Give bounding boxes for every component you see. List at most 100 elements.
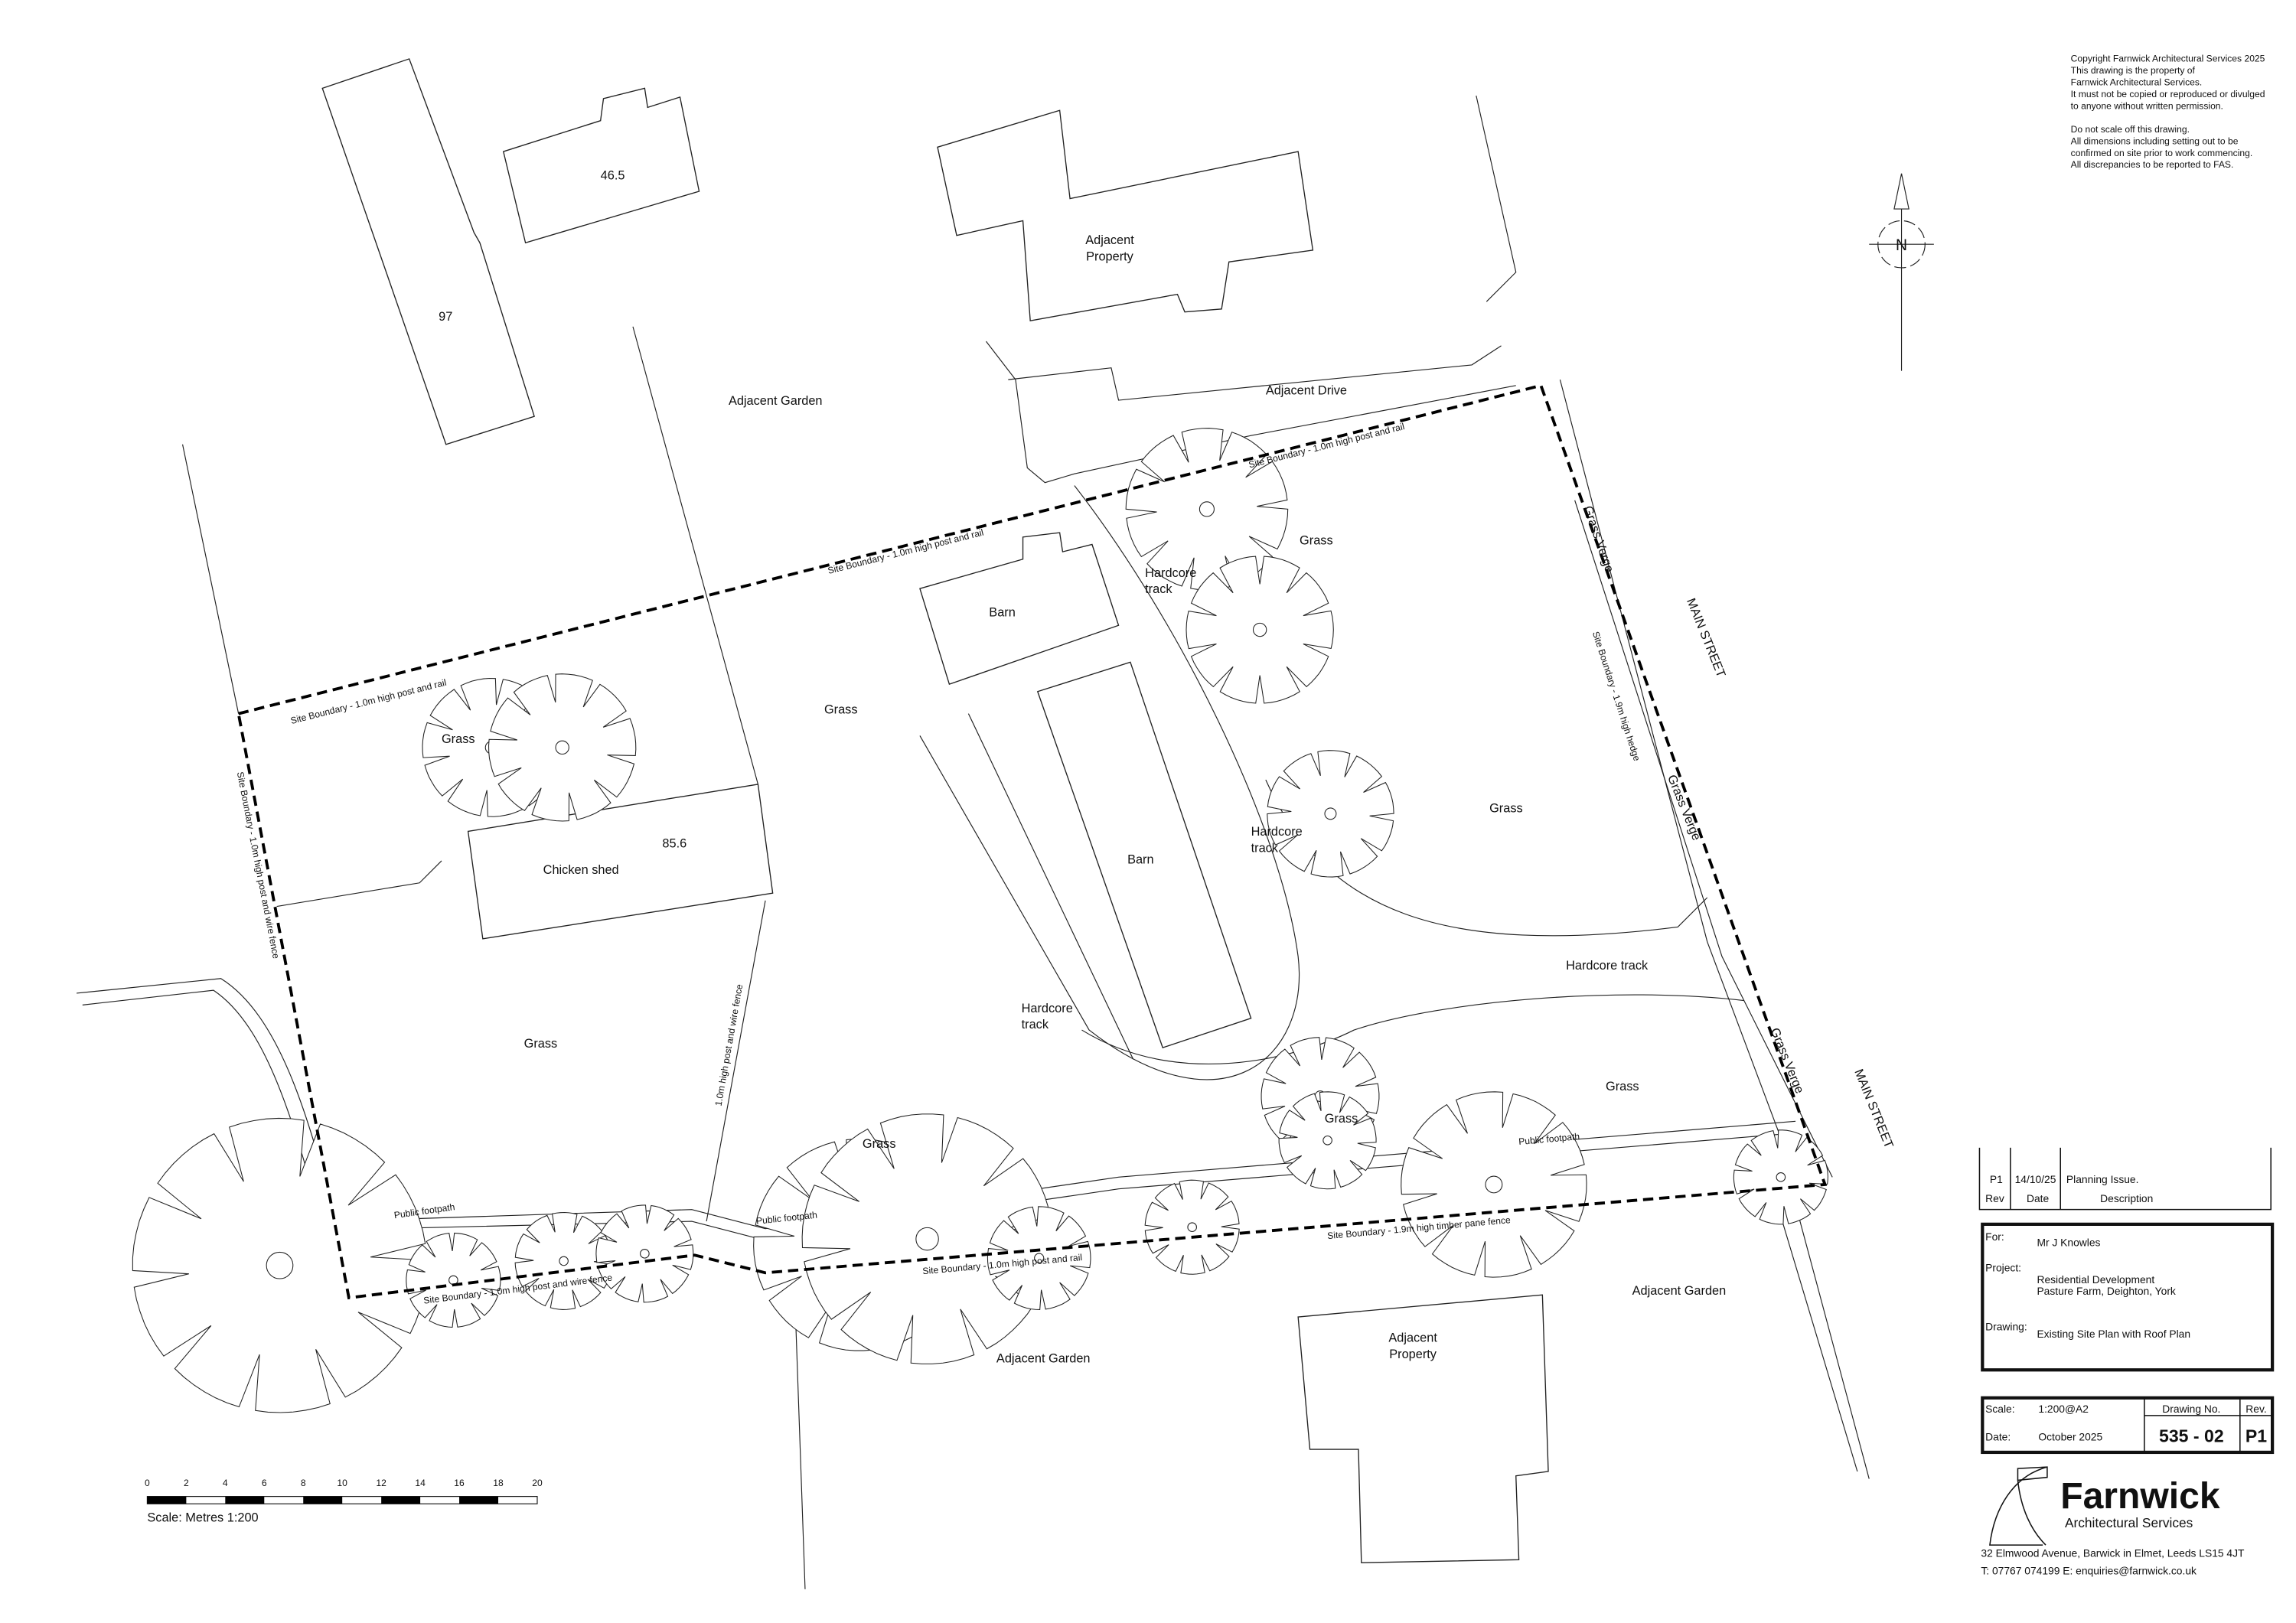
trees bbox=[132, 428, 1828, 1413]
label-boundary: Site Boundary - 1.0m high post and wire … bbox=[235, 771, 282, 960]
scale-bar-tick: 16 bbox=[454, 1478, 465, 1488]
label-grass: Grass bbox=[442, 732, 475, 746]
scale-bar-segment bbox=[225, 1496, 265, 1504]
label-chicken-shed: Chicken shed bbox=[543, 863, 619, 877]
tree-trunk bbox=[640, 1249, 650, 1259]
label-adjacent-drive: Adjacent Drive bbox=[1266, 383, 1347, 397]
label-grass: Grass bbox=[524, 1037, 558, 1051]
label-boundary: Site Boundary - 1.0m high post and rail bbox=[827, 527, 985, 576]
label-fence: 1.0m high post and wire fence bbox=[713, 983, 745, 1107]
drawing-label: Drawing: bbox=[1985, 1320, 2027, 1332]
label-97: 97 bbox=[439, 310, 452, 324]
barn-long bbox=[1036, 661, 1252, 1048]
label-hardcore-track: track bbox=[1251, 841, 1279, 855]
date-header: Date bbox=[2027, 1192, 2050, 1204]
label-grass: Grass bbox=[863, 1137, 896, 1151]
for-value: Mr J Knowles bbox=[2037, 1237, 2100, 1249]
drawing-number: 535 - 02 bbox=[2159, 1426, 2224, 1445]
scale-label: Scale: bbox=[1985, 1403, 2014, 1415]
note-line: All dimensions including setting out to … bbox=[2071, 135, 2239, 146]
scale-bar-tick: 20 bbox=[532, 1478, 543, 1488]
north-arrow-icon: N bbox=[1869, 173, 1934, 371]
tree-trunk bbox=[915, 1227, 939, 1251]
label-adjacent-property: Adjacent bbox=[1388, 1331, 1437, 1345]
label-hardcore-track: Hardcore bbox=[1022, 1002, 1073, 1015]
label-grass: Grass bbox=[1300, 533, 1333, 547]
tree-trunk bbox=[555, 740, 569, 755]
label-grass: Grass bbox=[1325, 1112, 1358, 1126]
label-hardcore-track: track bbox=[1022, 1018, 1049, 1031]
tree-trunk bbox=[1485, 1175, 1503, 1194]
scale-bar-segment bbox=[381, 1496, 421, 1504]
scale-bar-tick: 8 bbox=[301, 1478, 306, 1488]
adjacent-property-south bbox=[1297, 1294, 1549, 1563]
label-main-street: MAIN STREET bbox=[1684, 596, 1728, 680]
scale-bar-tick: 0 bbox=[145, 1478, 150, 1488]
project-value: Residential Development bbox=[2037, 1273, 2154, 1286]
label-adjacent-garden: Adjacent Garden bbox=[729, 394, 823, 408]
label-grass-verge: Grass Verge bbox=[1768, 1026, 1807, 1096]
scale-bar-tick: 12 bbox=[376, 1478, 386, 1488]
date-value: October 2025 bbox=[2038, 1431, 2102, 1443]
company-logo: Farnwick Architectural Services 32 Elmwo… bbox=[1981, 1466, 2245, 1577]
label-barn-2: Barn bbox=[1127, 853, 1154, 867]
rev-number: P1 bbox=[2245, 1426, 2267, 1445]
scale-bar-segment bbox=[147, 1496, 187, 1504]
label-hardcore-track: Hardcore bbox=[1251, 825, 1303, 839]
scale-bar-tick: 10 bbox=[337, 1478, 347, 1488]
rev-header: Rev bbox=[1985, 1192, 2004, 1204]
barn-small bbox=[919, 532, 1120, 686]
note-line: Farnwick Architectural Services. bbox=[2071, 77, 2203, 88]
label-hardcore-track: Hardcore bbox=[1145, 566, 1196, 580]
label-grass-verge: Grass Verge bbox=[1665, 773, 1704, 842]
label-main-street: MAIN STREET bbox=[1851, 1067, 1896, 1151]
label-adjacent-property: Property bbox=[1389, 1348, 1437, 1361]
scale-bar-segment bbox=[303, 1496, 343, 1504]
tree-trunk bbox=[1776, 1172, 1786, 1182]
description-header: Description bbox=[2100, 1192, 2153, 1204]
label-boundary: Site Boundary - 1.0m high post and rail bbox=[1247, 421, 1406, 470]
tree-trunk bbox=[266, 1251, 294, 1279]
scale-bar-tick: 6 bbox=[262, 1478, 267, 1488]
company-contact: T: 07767 074199 E: enquiries@farnwick.co… bbox=[1981, 1565, 2197, 1577]
note-line: Copyright Farnwick Architectural Service… bbox=[2071, 54, 2265, 64]
tree-trunk bbox=[1252, 622, 1267, 637]
note-line: to anyone without written permission. bbox=[2071, 100, 2223, 111]
notes: Copyright Farnwick Architectural Service… bbox=[2071, 54, 2265, 170]
building-97 bbox=[321, 58, 535, 445]
label-grass: Grass bbox=[824, 703, 858, 717]
north-label: N bbox=[1896, 236, 1907, 254]
for-label: For: bbox=[1985, 1230, 2004, 1243]
label-grass: Grass bbox=[1606, 1080, 1639, 1093]
scale-bar-tick: 18 bbox=[493, 1478, 504, 1488]
scale-bar-label: Scale: Metres 1:200 bbox=[147, 1511, 258, 1524]
date-label: Date: bbox=[1985, 1431, 2011, 1443]
label-barn: Barn bbox=[989, 606, 1016, 620]
scale-bar-segment bbox=[459, 1496, 499, 1504]
chicken-shed bbox=[467, 784, 774, 940]
note-line: All discrepancies to be reported to FAS. bbox=[2071, 159, 2234, 170]
tree-trunk bbox=[559, 1256, 569, 1266]
company-subtitle: Architectural Services bbox=[2065, 1515, 2193, 1530]
label-grass-verge: Grass Verge bbox=[1580, 504, 1616, 575]
tree-trunk bbox=[1324, 807, 1337, 820]
rev-value: P1 bbox=[1990, 1173, 2003, 1185]
title-block: P1 14/10/25 Planning Issue. Rev Date Des… bbox=[1978, 1147, 2275, 1455]
drawing-no-label: Drawing No. bbox=[2162, 1403, 2220, 1415]
project-value-2: Pasture Farm, Deighton, York bbox=[2037, 1285, 2175, 1297]
company-address: 32 Elmwood Avenue, Barwick in Elmet, Lee… bbox=[1981, 1546, 2245, 1559]
label-hardcore-track: Hardcore track bbox=[1566, 959, 1649, 973]
label-level: 85.6 bbox=[662, 837, 687, 851]
project-label: Project: bbox=[1985, 1261, 2021, 1273]
label-adjacent-garden: Adjacent Garden bbox=[1632, 1284, 1727, 1298]
site-boundary bbox=[236, 383, 1828, 1300]
note-line: Do not scale off this drawing. bbox=[2071, 124, 2190, 135]
label-grass: Grass bbox=[1489, 801, 1523, 815]
note-line: This drawing is the property of bbox=[2071, 65, 2196, 76]
logo-mark-icon bbox=[1989, 1466, 2048, 1546]
scale-bar-tick: 14 bbox=[415, 1478, 426, 1488]
tree-trunk bbox=[1034, 1253, 1045, 1263]
building-46-5 bbox=[502, 87, 700, 244]
drawing-value: Existing Site Plan with Roof Plan bbox=[2037, 1328, 2190, 1340]
